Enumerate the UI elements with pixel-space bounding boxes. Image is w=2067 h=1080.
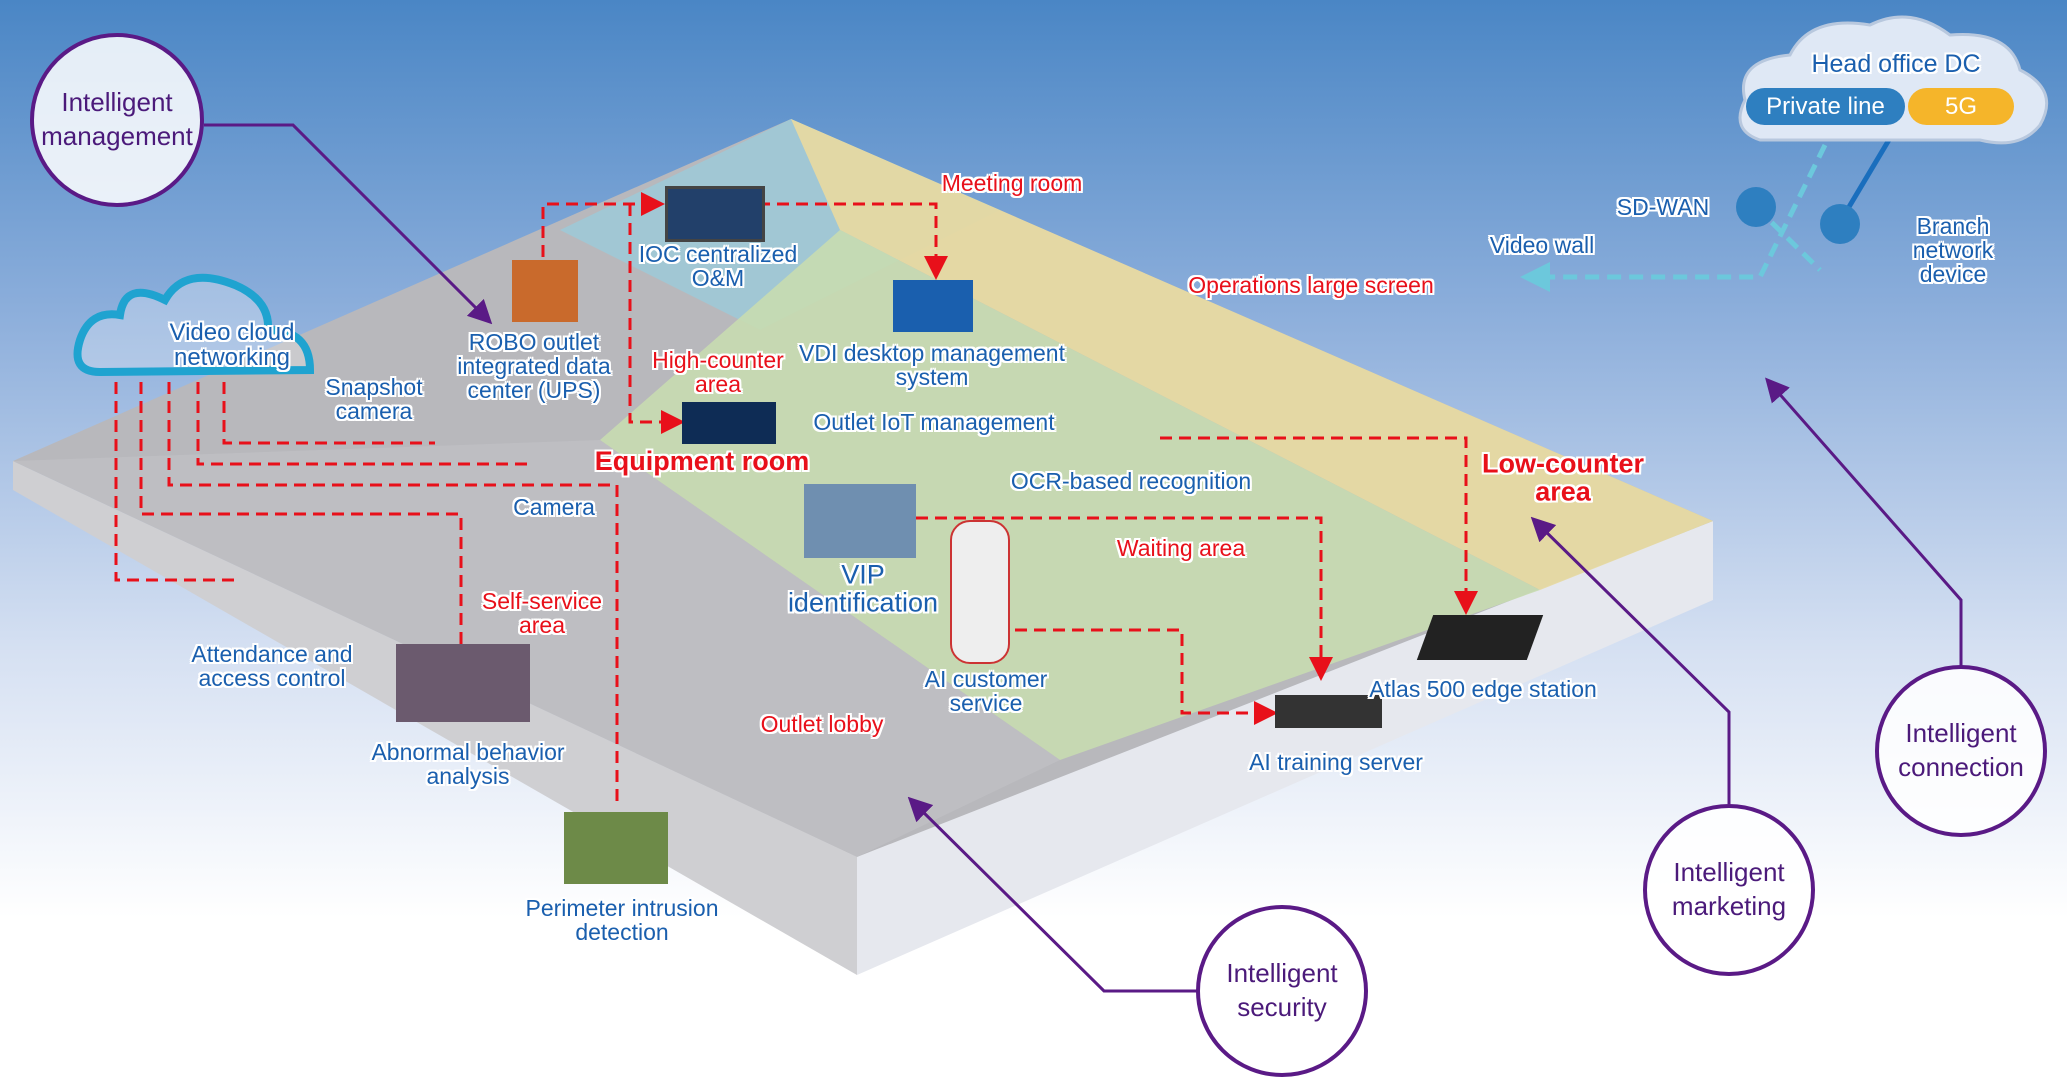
zone-lobby-gray: [13, 440, 1060, 857]
vdi-screen-icon: [893, 280, 973, 332]
robo-label: ROBO outlet integrated data center (UPS): [457, 328, 611, 404]
branch-device-label: Branch network device: [1912, 212, 1994, 288]
robot-icon: [950, 520, 1010, 664]
ups-cabinet-icon: [512, 260, 578, 322]
marketing-connector: [1530, 516, 1731, 804]
equipment-room-label: Equipment room: [594, 445, 810, 476]
ioc-label: IOC centralized O&M: [638, 240, 798, 291]
lobby-label: Outlet lobby: [760, 710, 884, 737]
video-wall-label: Video wall: [1489, 231, 1595, 258]
sdwan-link: [1754, 205, 1822, 272]
iot-label: Outlet IoT management: [813, 408, 1055, 435]
circle-label: Intelligent marketing: [1671, 857, 1787, 921]
security-connector: [907, 796, 1197, 993]
meeting-room-label: Meeting room: [941, 169, 1083, 196]
perimeter-label: Perimeter intrusion detection: [525, 894, 719, 945]
ocr-label: OCR-based recognition: [1010, 467, 1252, 494]
head-office-title: Head office DC: [1811, 49, 1981, 78]
self-service-label: Self-service area: [481, 587, 603, 638]
video-cloud-icon: [73, 273, 315, 377]
abnormal-photo: [396, 644, 530, 722]
sdwan-label: SD-WAN: [1616, 193, 1710, 220]
branch-router-icon: [1820, 204, 1860, 244]
red-dashed-links: [114, 192, 1478, 804]
intelligent-security-circle: Intelligent security: [1196, 905, 1368, 1077]
circle-label: Intelligent security: [1226, 958, 1338, 1022]
vdi-label: VDI desktop management system: [799, 339, 1065, 390]
management-connector: [204, 123, 493, 325]
sdwan-router-icon: [1736, 187, 1776, 227]
zone-counter-green: [600, 230, 1540, 760]
waiting-area-label: Waiting area: [1116, 534, 1246, 561]
snapshot-camera-label: Snapshot camera: [325, 373, 423, 424]
fiveg-pill: 5G: [1908, 88, 2014, 125]
attendance-label: Attendance and access control: [191, 640, 353, 691]
ioc-screen-icon: [665, 186, 765, 242]
intelligent-management-circle: Intelligent management: [30, 33, 204, 207]
zone-back-yellow: [791, 119, 1713, 590]
ai-server-icon: [1275, 695, 1382, 728]
circle-label: Intelligent connection: [1898, 718, 2024, 782]
camera-label: Camera: [513, 493, 595, 520]
intelligent-connection-circle: Intelligent connection: [1875, 665, 2047, 837]
abnormal-label: Abnormal behavior analysis: [371, 738, 565, 789]
low-counter-label: Low-counter area: [1482, 448, 1644, 507]
vip-label: VIP identification: [787, 559, 939, 618]
ai-service-label: AI customer service: [924, 665, 1048, 716]
private-line-link: [1520, 143, 1828, 292]
intelligent-marketing-circle: Intelligent marketing: [1643, 804, 1815, 976]
atlas-station-icon: [1416, 615, 1544, 660]
private-line-pill: Private line: [1746, 88, 1905, 125]
vip-photo: [804, 484, 916, 558]
perimeter-photo: [564, 812, 668, 884]
iot-panel-icon: [682, 402, 776, 444]
atlas-label: Atlas 500 edge station: [1369, 675, 1597, 702]
ai-server-label: AI training server: [1249, 748, 1423, 775]
video-cloud-label: Video cloud networking: [169, 318, 295, 371]
high-counter-label: High-counter area: [652, 346, 784, 397]
ops-screen-label: Operations large screen: [1188, 271, 1434, 298]
connection-connector: [1765, 377, 1963, 666]
circle-label: Intelligent management: [41, 87, 193, 151]
